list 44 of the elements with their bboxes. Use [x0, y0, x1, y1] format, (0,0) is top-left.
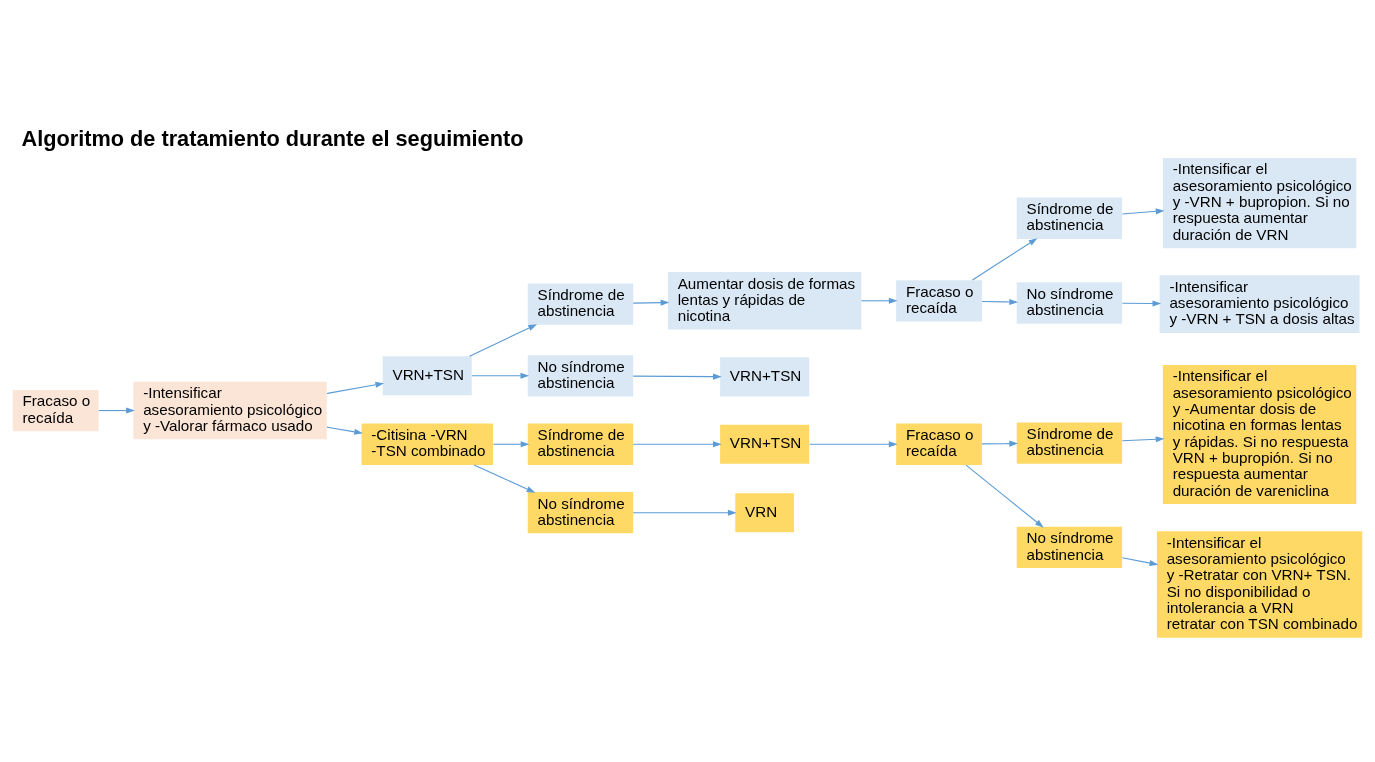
node-box: VRN+TSN: [720, 424, 810, 464]
node-box: -Intensificar el asesoramiento psicológico y -Retratar con VRN+ TSN. Si no disponibilidad o intolerancia a VRN retratar con TSN combinado: [1156, 530, 1363, 638]
diagram-title: Algoritmo de tratamiento durante el seguimiento: [21, 125, 524, 151]
arrow: [971, 237, 1038, 281]
arrow: [469, 323, 537, 357]
arrow: [809, 440, 898, 447]
arrow: [471, 372, 530, 379]
arrow: [965, 464, 1044, 528]
arrow: [98, 407, 135, 414]
node-box: Aumentar dosis de formas lentas y rápidas de nicotina: [667, 271, 862, 330]
arrow: [1121, 207, 1165, 215]
arrow: [326, 381, 385, 394]
node-box: VRN+TSN: [382, 355, 472, 395]
arrow: [1121, 556, 1159, 566]
arrow: [1121, 435, 1165, 442]
node-box: Síndrome de abstinencia: [527, 282, 634, 325]
node-box: -Intensificar asesoramiento psicológico y -Valorar fármaco usado: [133, 381, 327, 439]
arrow: [632, 299, 670, 306]
arrow: [492, 440, 530, 447]
node-box: Síndrome de abstinencia: [527, 423, 634, 465]
node-box: No síndrome abstinencia: [1016, 281, 1123, 324]
arrow: [473, 463, 536, 493]
arrow: [632, 440, 722, 447]
node-box: No síndrome abstinencia: [1016, 526, 1123, 568]
node-box: Fracaso o recaída: [896, 279, 982, 321]
arrow: [981, 440, 1019, 447]
arrow: [632, 509, 737, 516]
arrow: [860, 297, 898, 304]
node-box: -Intensificar asesoramiento psicológico y -VRN + TSN a dosis altas: [1159, 274, 1360, 333]
node-box: -Intensificar el asesoramiento psicológico y -Aumentar dosis de nicotina en formas lentas y rápidas. Si no respuesta VRN + bupropión. Si no respuesta aumentar duración de vareniclina: [1162, 364, 1357, 504]
node-box: -Intensificar el asesoramiento psicológico y -VRN + bupropion. Si no respuesta aumentar duración de VRN: [1162, 157, 1357, 248]
node-box: No síndrome abstinencia: [527, 354, 634, 396]
node-box: Fracaso o recaída: [896, 423, 982, 465]
node-box: Síndrome de abstinencia: [1016, 197, 1123, 239]
node-box: VRN: [735, 492, 794, 532]
node-box: Síndrome de abstinencia: [1016, 422, 1123, 464]
arrow: [981, 298, 1019, 305]
arrow: [326, 426, 363, 435]
node-box: -Citisina -VRN -TSN combinado: [361, 423, 493, 465]
arrow: [632, 373, 722, 380]
node-box: Fracaso o recaída: [12, 389, 99, 431]
node-box: No síndrome abstinencia: [527, 491, 634, 533]
node-box: VRN+TSN: [720, 356, 810, 396]
arrow: [1121, 299, 1162, 307]
